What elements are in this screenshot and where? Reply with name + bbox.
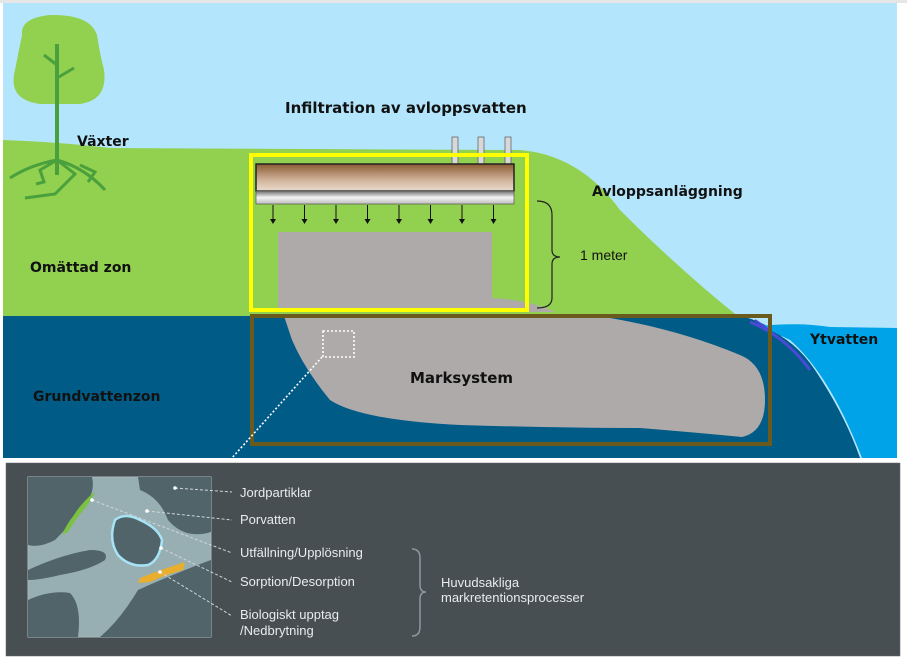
zoom-region-marker [322,330,355,358]
inset-label-precipitation: Utfällning/Upplösning [240,545,363,560]
soil-system-box [250,314,772,446]
soil-particle [28,477,93,546]
inset-group-label-line1: Huvudsakliga [441,575,520,590]
infiltration-arrow-head [333,219,339,224]
soil-processes-inset: Jordpartiklar Porvatten Utfällning/Upplö… [5,462,901,657]
label-distance: 1 meter [580,247,628,263]
cross-section-scene: Infiltration av avloppsvatten Växter Avl… [3,3,897,478]
inset-label-sorption: Sorption/Desorption [240,574,355,589]
inset-label-biological-line2: /Nedbrytning [240,623,314,638]
infiltration-arrows [270,205,497,224]
infiltration-arrow-head [490,219,497,224]
label-facility: Avloppsanläggning [592,184,743,200]
processes-brace [411,548,427,637]
unsaturated-plume [278,232,555,312]
label-plants: Växter [77,134,129,150]
surface-water-inner [765,328,860,458]
label-surface-water: Ytvatten [809,332,878,348]
zoom-leader-line [214,356,323,478]
soil-pore-closeup [27,476,212,638]
soil-particle [110,514,164,567]
soil-particle [100,560,211,637]
infiltration-arrow-head [459,219,465,224]
inset-group-label-line2: markretentionsprocesser [441,590,585,605]
inset-label-biological: Biologiskt upptag [240,607,339,622]
infiltration-arrow-head [364,219,371,224]
precipitation-layer [62,492,95,535]
facility-highlight-box [249,153,529,312]
soil-particle [28,592,79,637]
inset-label-soil-particles: Jordpartiklar [240,485,312,500]
inset-leader-dots [90,486,177,574]
infiltration-arrow-head [427,219,434,224]
label-soil-system: Marksystem [410,369,513,387]
tree-icon [9,14,107,200]
soil-system-plume [284,316,765,437]
infiltration-pipe [255,163,515,205]
distance-brace [536,200,561,309]
soil-particle [28,550,106,580]
top-border [0,0,907,3]
infiltration-arrow-head [270,219,276,224]
label-groundwater-zone: Grundvattenzon [33,389,161,405]
soil-particle [138,477,211,535]
surface-water [760,324,897,458]
infiltration-arrow-head [396,219,402,224]
inset-leader-lines [91,487,233,617]
inset-label-pore-water: Porvatten [240,512,296,527]
unsaturated-zone-ground [3,140,740,318]
infiltration-arrow-head [301,219,308,224]
diagram-title: Infiltration av avloppsvatten [285,99,527,117]
label-unsaturated-zone: Omättad zon [30,260,131,276]
